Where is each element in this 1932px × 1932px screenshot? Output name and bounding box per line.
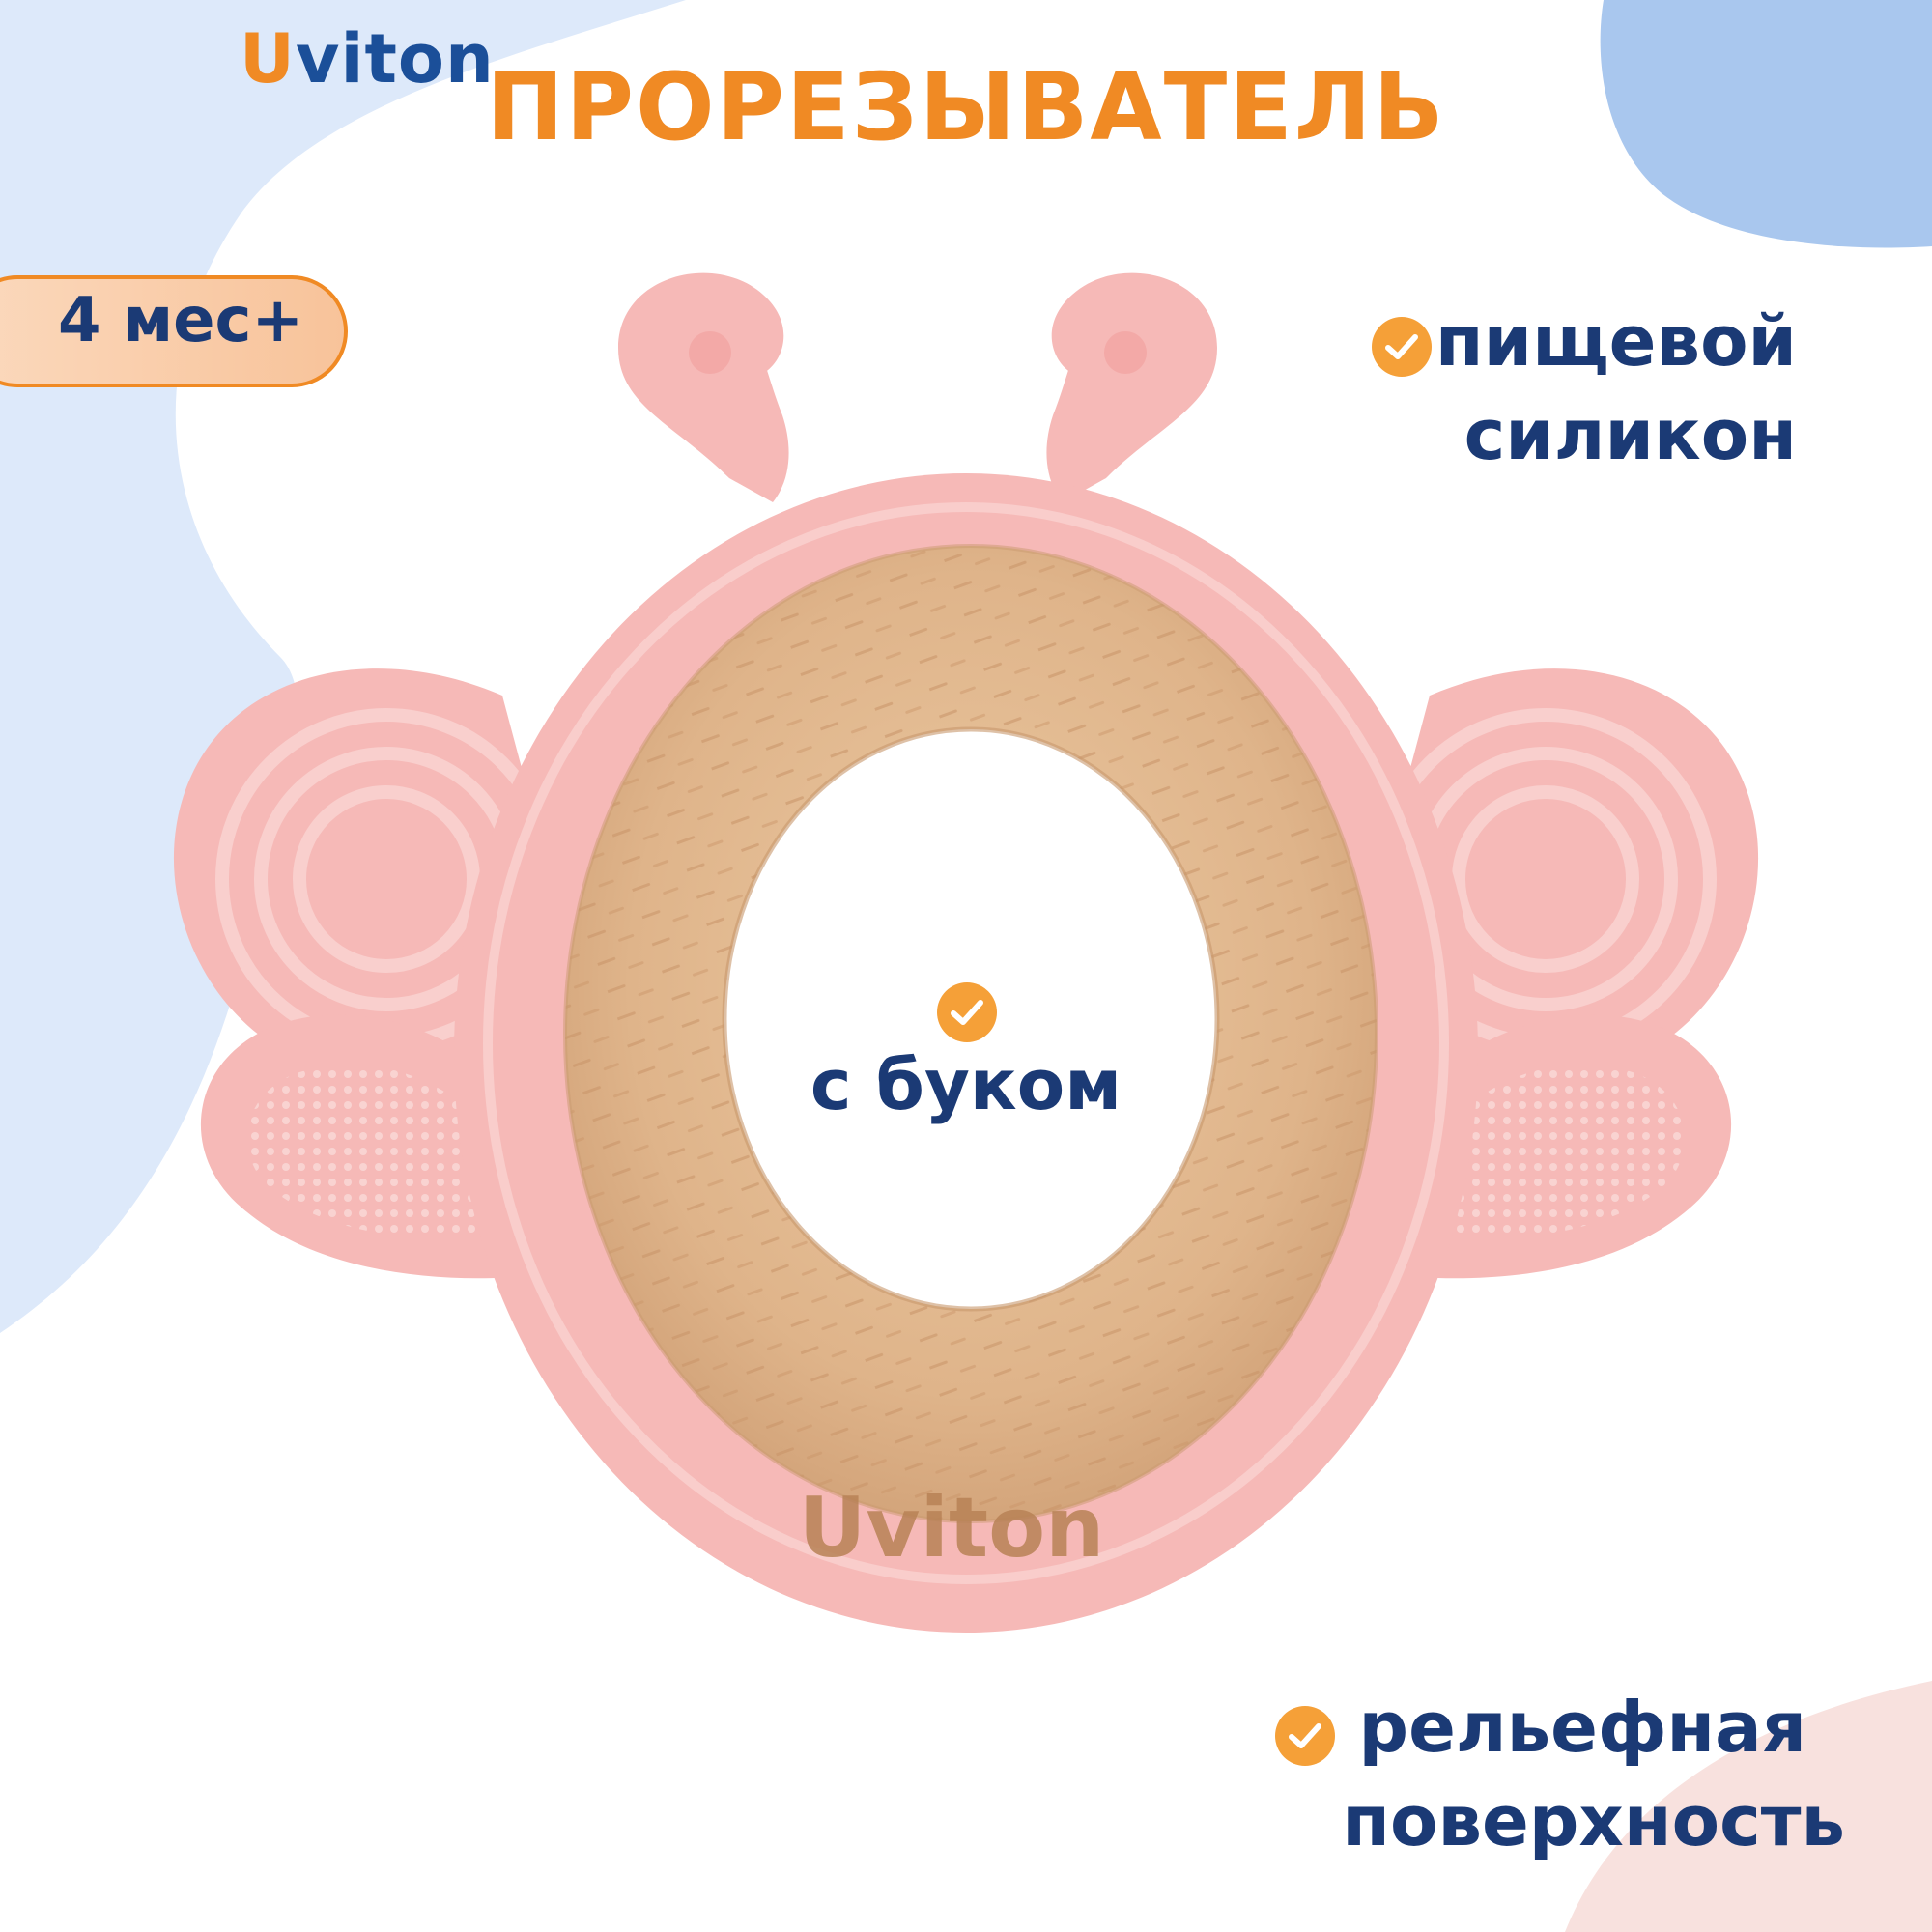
feature-beech: с буком	[810, 1044, 1122, 1125]
age-badge-label: 4 мес+	[58, 285, 304, 356]
feature-relief-line2: поверхность	[1342, 1780, 1845, 1862]
brand-logo: Uviton	[240, 19, 495, 99]
feature-relief-line1: рельефная	[1358, 1687, 1806, 1768]
feature-relief-surface: рельефная поверхность	[1333, 1681, 1845, 1868]
wood-engraving-logo: Uviton	[798, 1480, 1105, 1577]
feature-food-silicone-line1: пищевой	[1435, 300, 1797, 382]
check-icon	[1372, 317, 1432, 377]
logo-letter-u: U	[240, 19, 296, 99]
page-title: ПРОРЕЗЫВАТЕЛЬ	[486, 53, 1446, 161]
logo-rest: viton	[295, 19, 495, 99]
antenna-left-curl	[689, 331, 731, 374]
feature-food-silicone: пищевой силикон	[1430, 295, 1797, 482]
antenna-left	[618, 272, 789, 502]
antenna-right-curl	[1104, 331, 1147, 374]
feature-food-silicone-line2: силикон	[1463, 394, 1797, 476]
check-icon	[937, 982, 997, 1042]
check-icon	[1275, 1706, 1335, 1766]
age-badge	[0, 275, 348, 387]
antenna-right	[1046, 272, 1217, 502]
